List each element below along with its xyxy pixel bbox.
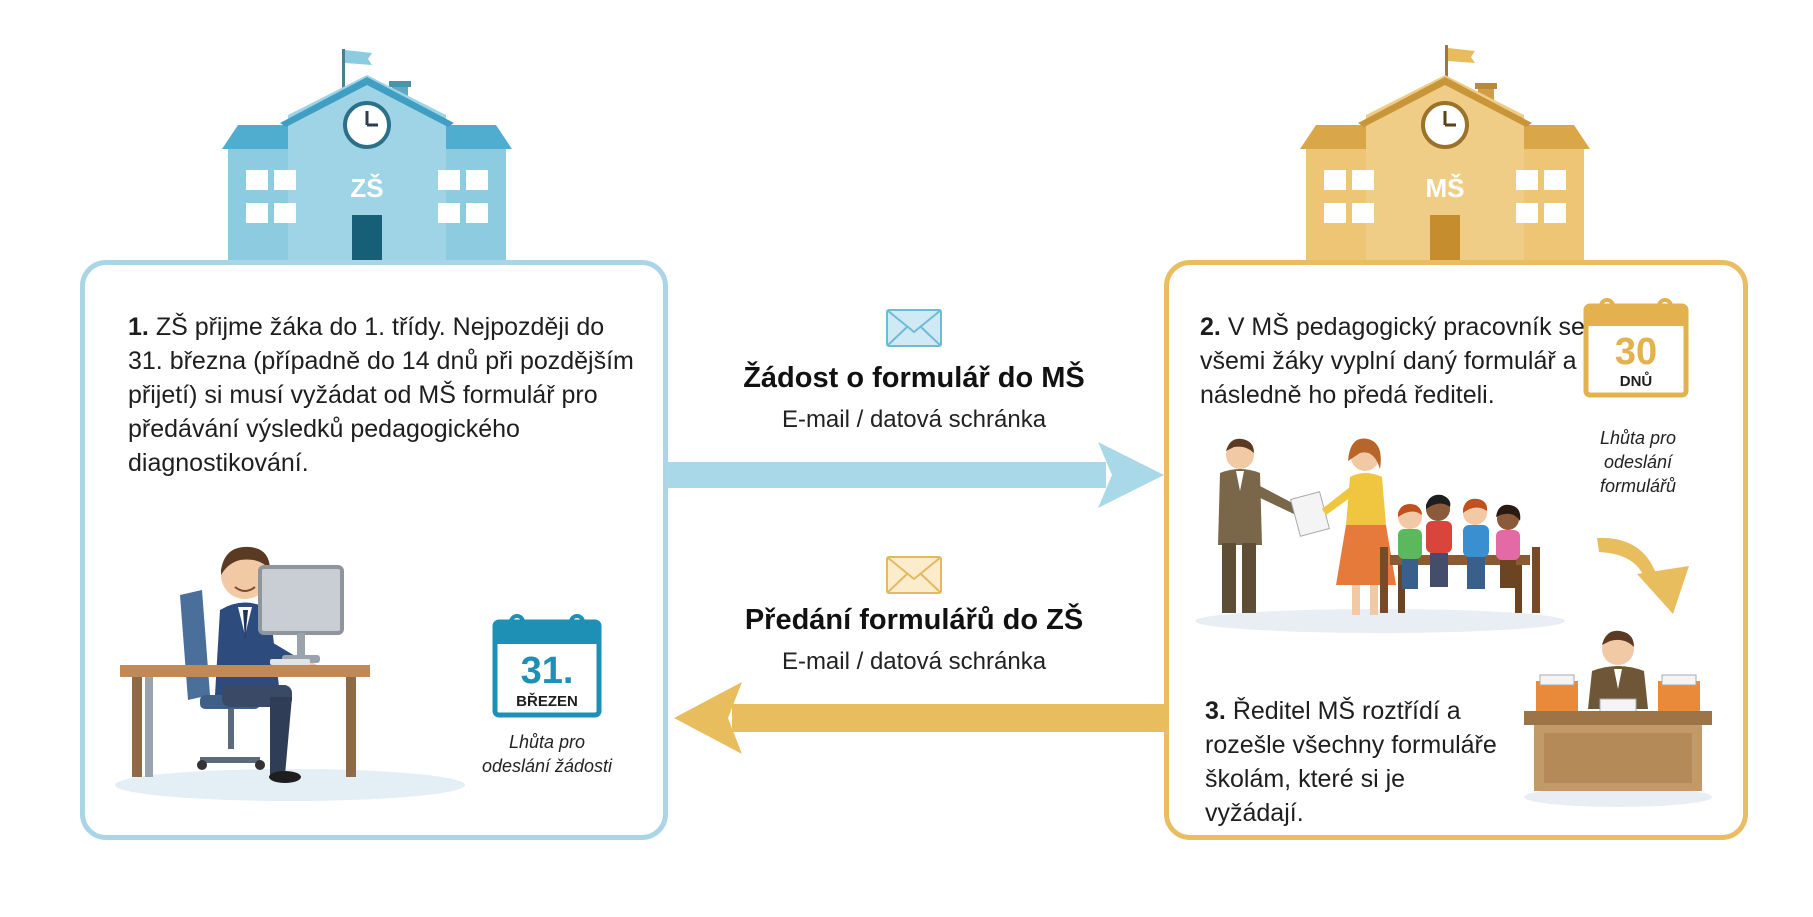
step1-text-block: 1. ZŠ přijme žáka do 1. třídy. Nejpozděj…: [128, 310, 638, 480]
arrow-left-to-zs: [674, 682, 1167, 754]
zs-school-building: ZŠ: [222, 49, 512, 260]
step3-number: 3.: [1205, 697, 1226, 725]
ms-school-building: MŠ: [1300, 45, 1590, 260]
arrow-to-zs-title: Předání formulářů do ZŠ: [744, 604, 1084, 636]
calendar-ms-small: DNŮ: [1620, 371, 1653, 390]
director-at-desk-illustration: [1524, 630, 1712, 807]
calendar-zs-big: 31.: [521, 650, 574, 692]
curved-arrow-down: [1597, 537, 1689, 614]
calendar-30-dnu-icon: 30 DNŮ: [1583, 298, 1689, 398]
step1-number: 1.: [128, 313, 149, 341]
step1-text: ZŠ přijme žáka do 1. třídy. Nejpozději d…: [128, 313, 634, 477]
teacher-at-computer-illustration: [115, 546, 465, 801]
arrow-to-zs-subtitle: E-mail / datová schránka: [781, 648, 1047, 675]
calendar-zs-small: BŘEZEN: [516, 692, 578, 710]
step2-number: 2.: [1200, 313, 1221, 341]
arrow-to-ms-subtitle: E-mail / datová schránka: [781, 406, 1047, 433]
zs-school-label: ZŠ: [350, 173, 383, 203]
ms-school-label: MŠ: [1426, 173, 1465, 203]
arrow-right-to-ms: [666, 442, 1164, 508]
envelope-icon: [886, 556, 942, 594]
zs-panel: [80, 260, 668, 840]
calendar-zs-caption: Lhůta pro odeslání žádosti: [481, 732, 613, 776]
classroom-scene-illustration: [1195, 438, 1565, 633]
calendar-31-brezen-icon: 31. BŘEZEN: [492, 614, 602, 718]
step3-text-block: 3. Ředitel MŠ roztřídí a rozešle všechny…: [1205, 694, 1505, 830]
step2-text-block: 2. V MŠ pedagogický pracovník se všemi ž…: [1200, 310, 1590, 412]
calendar-ms-big: 30: [1615, 331, 1657, 373]
step2-text: V MŠ pedagogický pracovník se všemi žáky…: [1200, 313, 1585, 409]
calendar-ms-caption: Lhůta pro odeslání formulářů: [1599, 428, 1677, 496]
envelope-icon: [886, 309, 942, 347]
step3-text: Ředitel MŠ roztřídí a rozešle všechny fo…: [1205, 697, 1497, 827]
arrow-to-ms-title: Žádost o formulář do MŠ: [743, 362, 1085, 394]
